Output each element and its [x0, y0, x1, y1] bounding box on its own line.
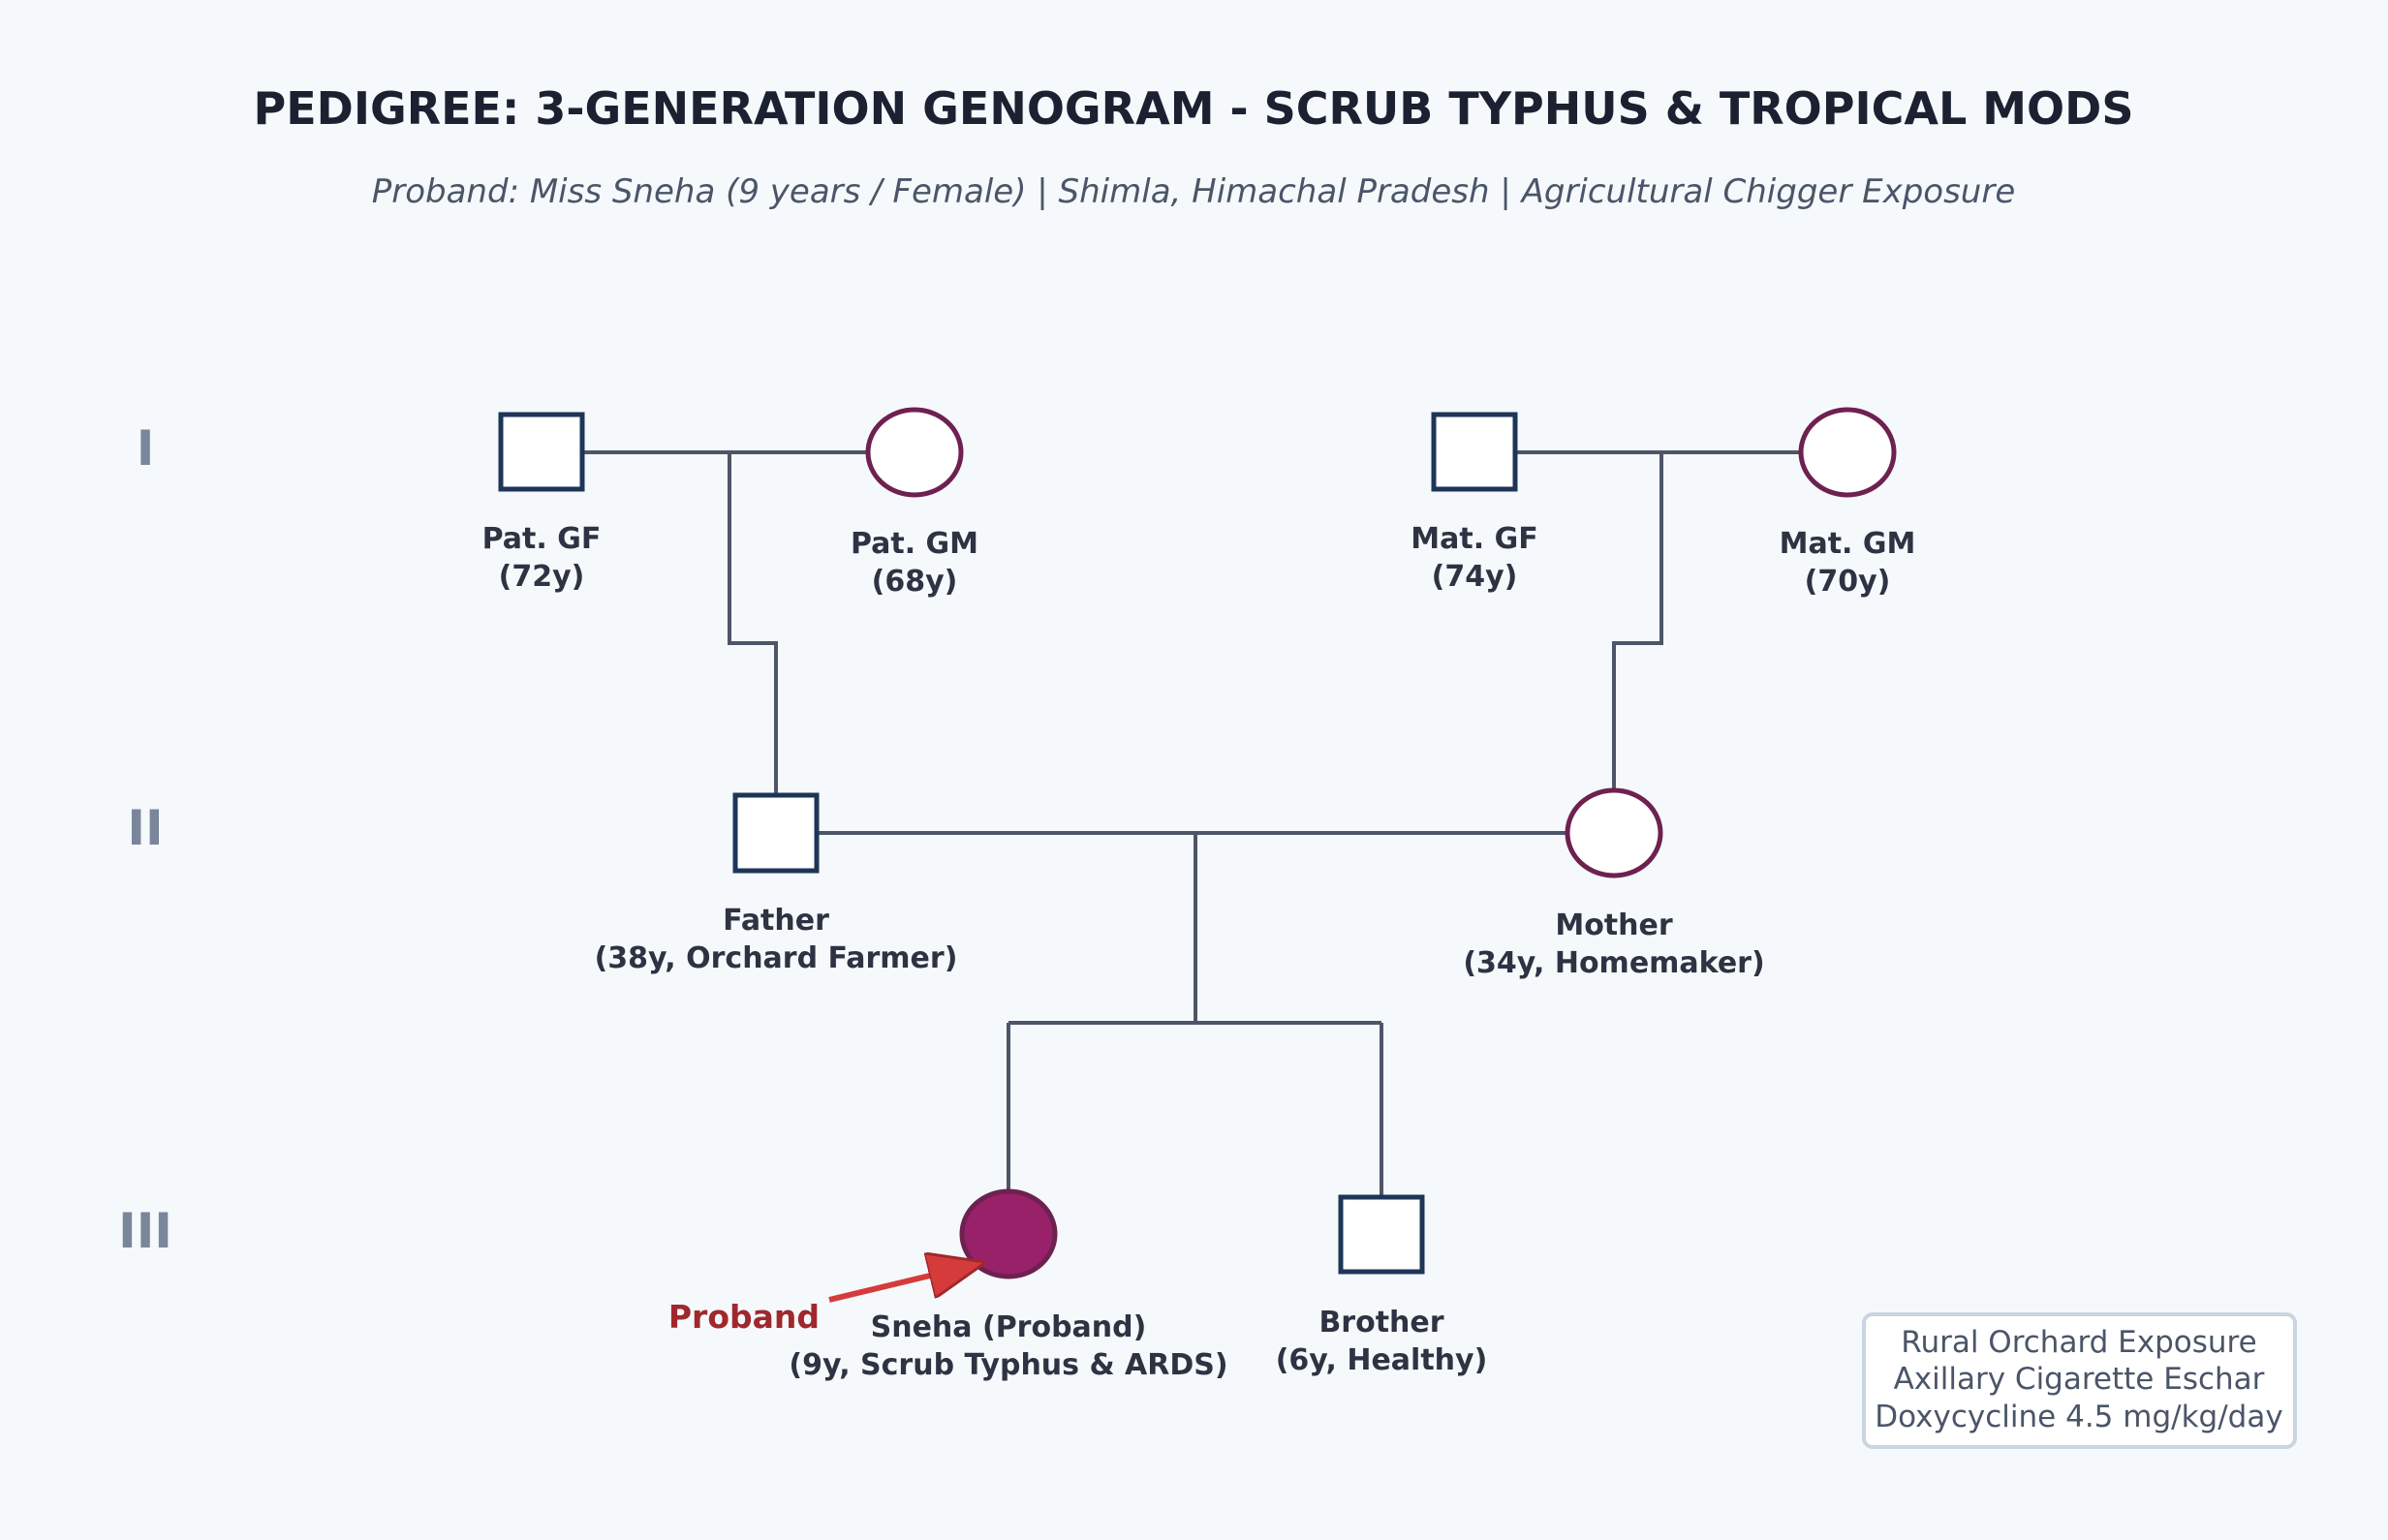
note-line-3: Doxycycline 4.5 mg/kg/day [1875, 1400, 2282, 1434]
maternal-grandfather-age: (74y) [1432, 560, 1518, 594]
mother-symbol[interactable] [1565, 787, 1663, 878]
notes-box-background [1862, 1312, 2297, 1449]
paternal-grandfather-symbol[interactable] [498, 412, 585, 492]
paternal-grandmother-symbol[interactable] [865, 407, 964, 498]
diagram-title: PEDIGREE: 3-GENERATION GENOGRAM - SCRUB … [254, 82, 2134, 135]
father-details: (38y, Orchard Farmer) [595, 941, 958, 975]
maternal-grandfather-symbol[interactable] [1431, 412, 1518, 492]
mother-name: Mother [1555, 909, 1673, 942]
paternal-grandmother-name: Pat. GM [851, 527, 978, 561]
proband-arrow-label: Proband [668, 1298, 820, 1336]
generation-label-1: I [137, 420, 155, 477]
proband-details: (9y, Scrub Typhus & ARDS) [789, 1348, 1227, 1382]
brother-symbol[interactable] [1338, 1194, 1425, 1275]
brother-name: Brother [1318, 1306, 1443, 1340]
maternal-grandfather-name: Mat. GF [1411, 522, 1537, 556]
generation-label-3: III [118, 1203, 172, 1259]
proband-arrow [828, 1265, 975, 1303]
paternal-grandmother-age: (68y) [872, 565, 958, 599]
pedigree-lines [582, 450, 1801, 1197]
note-line-2: Axillary Cigarette Eschar [1894, 1362, 2265, 1397]
paternal-grandfather-name: Pat. GF [482, 522, 602, 556]
paternal-grandfather-age: (72y) [499, 560, 585, 594]
mother-details: (34y, Homemaker) [1463, 946, 1764, 980]
maternal-descent-line [1612, 452, 1663, 790]
proband-name: Sneha (Proband) [871, 1310, 1147, 1344]
maternal-grandmother-name: Mat. GM [1780, 527, 1916, 561]
proband-symbol[interactable] [959, 1188, 1058, 1279]
father-name: Father [723, 904, 829, 938]
maternal-grandmother-symbol[interactable] [1798, 407, 1897, 498]
diagram-subtitle: Proband: Miss Sneha (9 years / Female) |… [372, 172, 2016, 211]
exposure-notes-box: Rural Orchard Exposure Axillary Cigarett… [1862, 1312, 2297, 1449]
brother-details: (6y, Healthy) [1276, 1343, 1488, 1377]
father-symbol[interactable] [732, 792, 820, 874]
paternal-descent-line [728, 452, 778, 795]
maternal-grandmother-age: (70y) [1805, 565, 1891, 599]
note-line-1: Rural Orchard Exposure [1901, 1325, 2256, 1360]
generation-label-2: II [127, 800, 163, 856]
